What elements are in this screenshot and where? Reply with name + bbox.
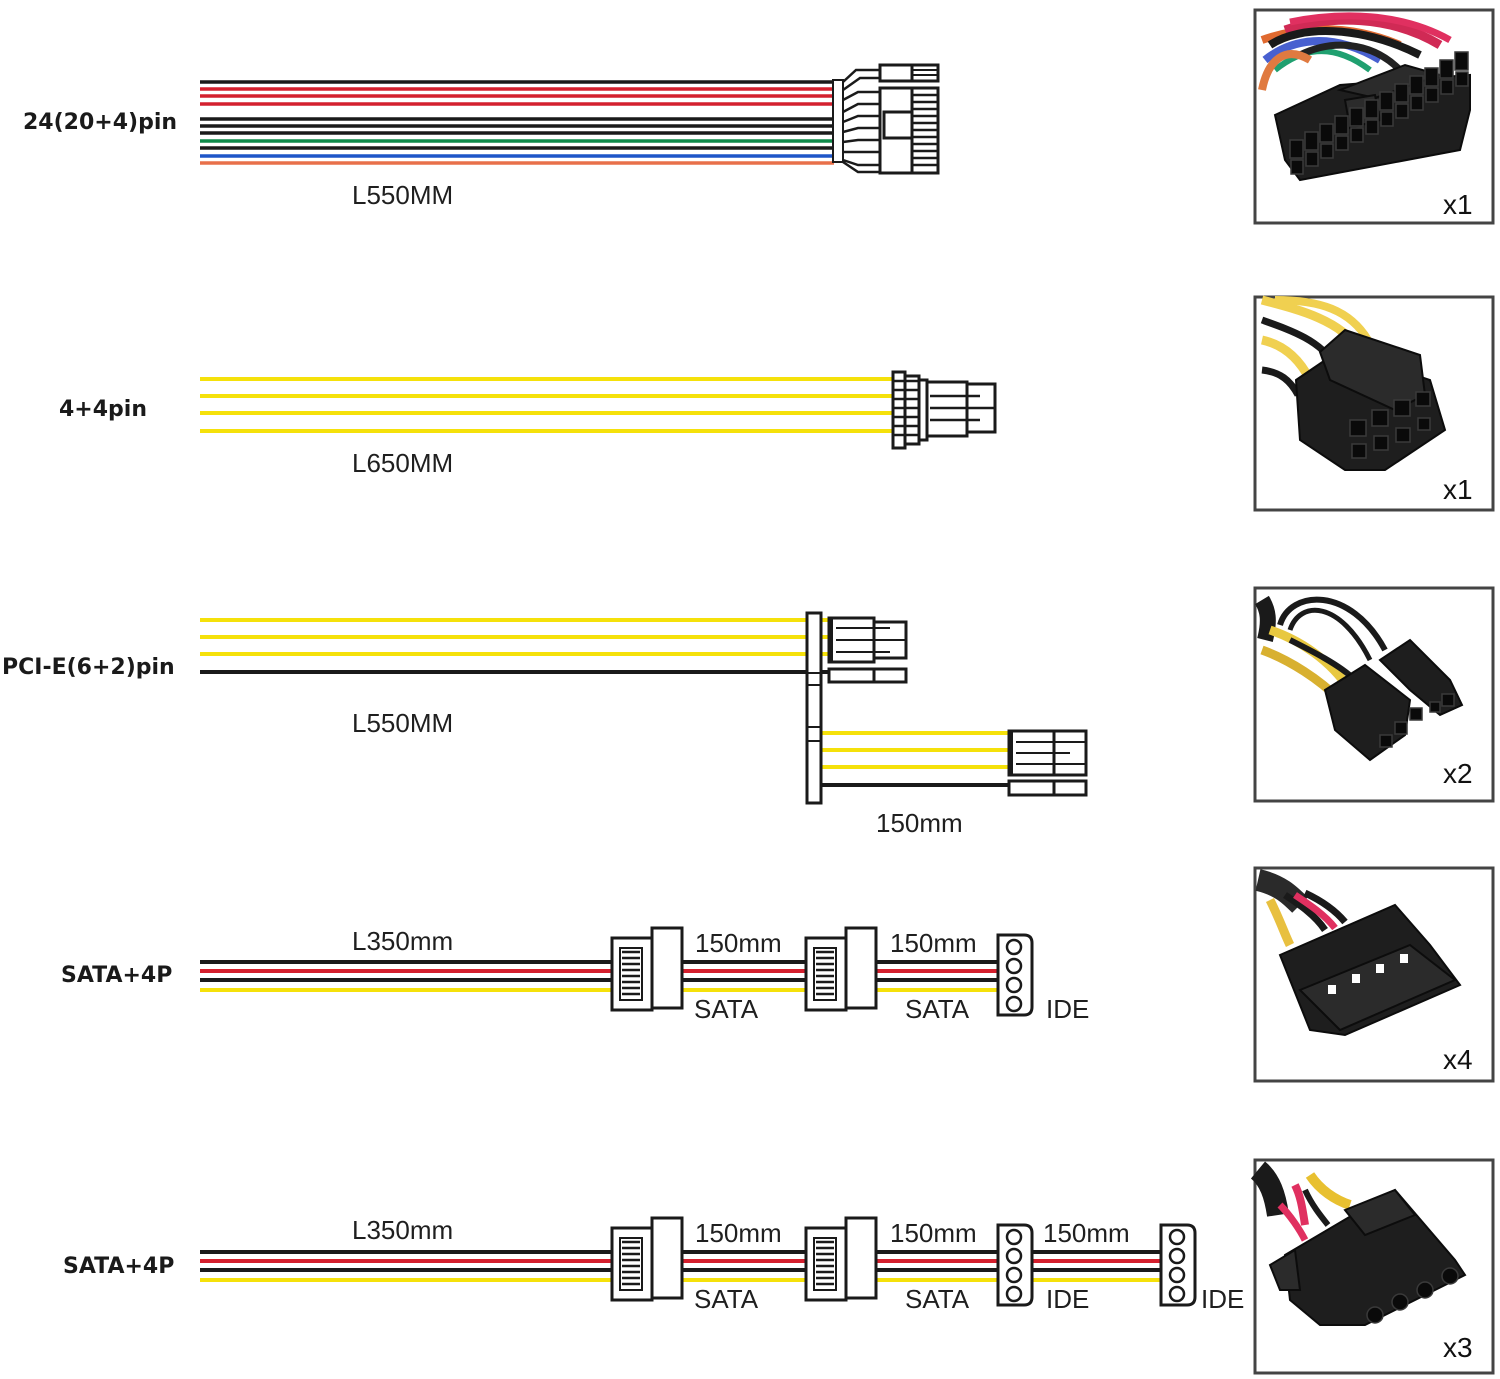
atx-pin [1454, 51, 1469, 71]
molex-ide-connector-photo: x3 [1250, 1158, 1495, 1375]
pcie-6plus2-connector-photo: x2 [1253, 586, 1495, 803]
wire-bundle-pcie [200, 618, 829, 674]
molex-photo-pins [1366, 1267, 1459, 1324]
ide-molex-connector-icon [996, 1223, 1034, 1307]
segment-connector-label: SATA [694, 1284, 759, 1314]
cable-label-sata2: SATA+4P [63, 1254, 174, 1279]
end-connector-label: IDE [1201, 1284, 1244, 1314]
cable-row-cpu44: 4+4pin L650MM [59, 370, 997, 478]
atx24-connector-drawing [832, 63, 940, 175]
atx-pin [1409, 75, 1424, 95]
cpu44-connector-drawing [891, 370, 997, 450]
quantity-label-pcie: x2 [1443, 758, 1473, 789]
atx-pin [1334, 115, 1349, 135]
cable-label-pcie: PCI-E(6+2)pin [2, 655, 175, 680]
ide-molex-connector-icon [996, 933, 1034, 1017]
atx-pin [1305, 151, 1319, 167]
atx-pin [1455, 71, 1469, 87]
cable-row-sata2: SATA+4P L350mm 150mm SATA 150mm SATA 150… [63, 1215, 1244, 1314]
length-label-cpu44: L650MM [352, 448, 453, 478]
atx-pin [1395, 103, 1409, 119]
cable-label-cpu44: 4+4pin [59, 397, 147, 422]
atx-pin [1304, 131, 1319, 151]
atx-pin [1364, 99, 1379, 119]
length-label-sata1: L350mm [352, 926, 453, 956]
atx-pin [1290, 159, 1304, 175]
atx-pin [1380, 111, 1394, 127]
branch-length-label-pcie: 150mm [876, 808, 963, 838]
segment-length-label: 150mm [890, 928, 977, 958]
length-label-pcie: L550MM [352, 708, 453, 738]
length-label-atx24: L550MM [352, 180, 453, 210]
length-label-sata2: L350mm [352, 1215, 453, 1245]
atx-pin [1439, 59, 1454, 79]
cable-row-pcie: PCI-E(6+2)pin [2, 611, 1088, 838]
atx-photo-pin-array [1289, 51, 1469, 175]
atx-pin [1424, 67, 1439, 87]
cable-row-atx24: 24(20+4)pin L550MM [23, 63, 940, 210]
wire-bundle-atx24 [200, 80, 834, 165]
atx-pin [1350, 127, 1364, 143]
segment-length-label: 150mm [695, 1218, 782, 1248]
cable-label-sata1: SATA+4P [61, 963, 172, 988]
segment-length-label: 150mm [1043, 1218, 1130, 1248]
atx-pin [1289, 139, 1304, 159]
wire-bundle-pcie-branch [821, 731, 1009, 787]
segment-connector-label: SATA [905, 1284, 970, 1314]
atx-pin [1425, 87, 1439, 103]
cable-row-sata1: SATA+4P L350mm 150mm SATA 150mm SATA IDE [61, 926, 1089, 1024]
segment-connector-label: IDE [1046, 1284, 1089, 1314]
cable-label-atx24: 24(20+4)pin [23, 110, 177, 135]
atx-pin [1394, 83, 1409, 103]
quantity-label-cpu44: x1 [1443, 474, 1473, 505]
atx-pin [1320, 143, 1334, 159]
segment-connector-label: SATA [694, 994, 759, 1024]
quantity-label-atx24: x1 [1443, 189, 1473, 220]
wire-bundle-sata1 [200, 960, 998, 992]
sata-connector-photo: x4 [1253, 866, 1495, 1083]
atx-pin [1440, 79, 1454, 95]
atx-pin [1319, 123, 1334, 143]
atx-pin [1365, 119, 1379, 135]
cpu-8pin-connector-photo: x1 [1253, 295, 1495, 512]
atx-24pin-connector-photo: x1 [1253, 8, 1495, 225]
cpu-photo-pins [1349, 391, 1431, 459]
atx-pin [1335, 135, 1349, 151]
atx-pin [1410, 95, 1424, 111]
wire-bundle-cpu44 [200, 377, 893, 433]
quantity-label-sata2: x3 [1443, 1332, 1473, 1363]
end-connector-label: IDE [1046, 994, 1089, 1024]
quantity-label-sata1: x4 [1443, 1044, 1473, 1075]
pcie-connector-drawing [805, 611, 1088, 805]
atx-pin [1349, 107, 1364, 127]
atx-pin [1379, 91, 1394, 111]
ide-molex-connector-icon [1159, 1223, 1197, 1307]
pcie-photo-pins [1379, 693, 1455, 748]
sata2-connectors [610, 1216, 1197, 1307]
wire-bundle-sata2 [200, 1250, 1161, 1282]
segment-length-label: 150mm [890, 1218, 977, 1248]
sata-photo-pins [1328, 954, 1408, 994]
sata1-connectors [610, 926, 1034, 1017]
segment-length-label: 150mm [695, 928, 782, 958]
segment-connector-label: SATA [905, 994, 970, 1024]
